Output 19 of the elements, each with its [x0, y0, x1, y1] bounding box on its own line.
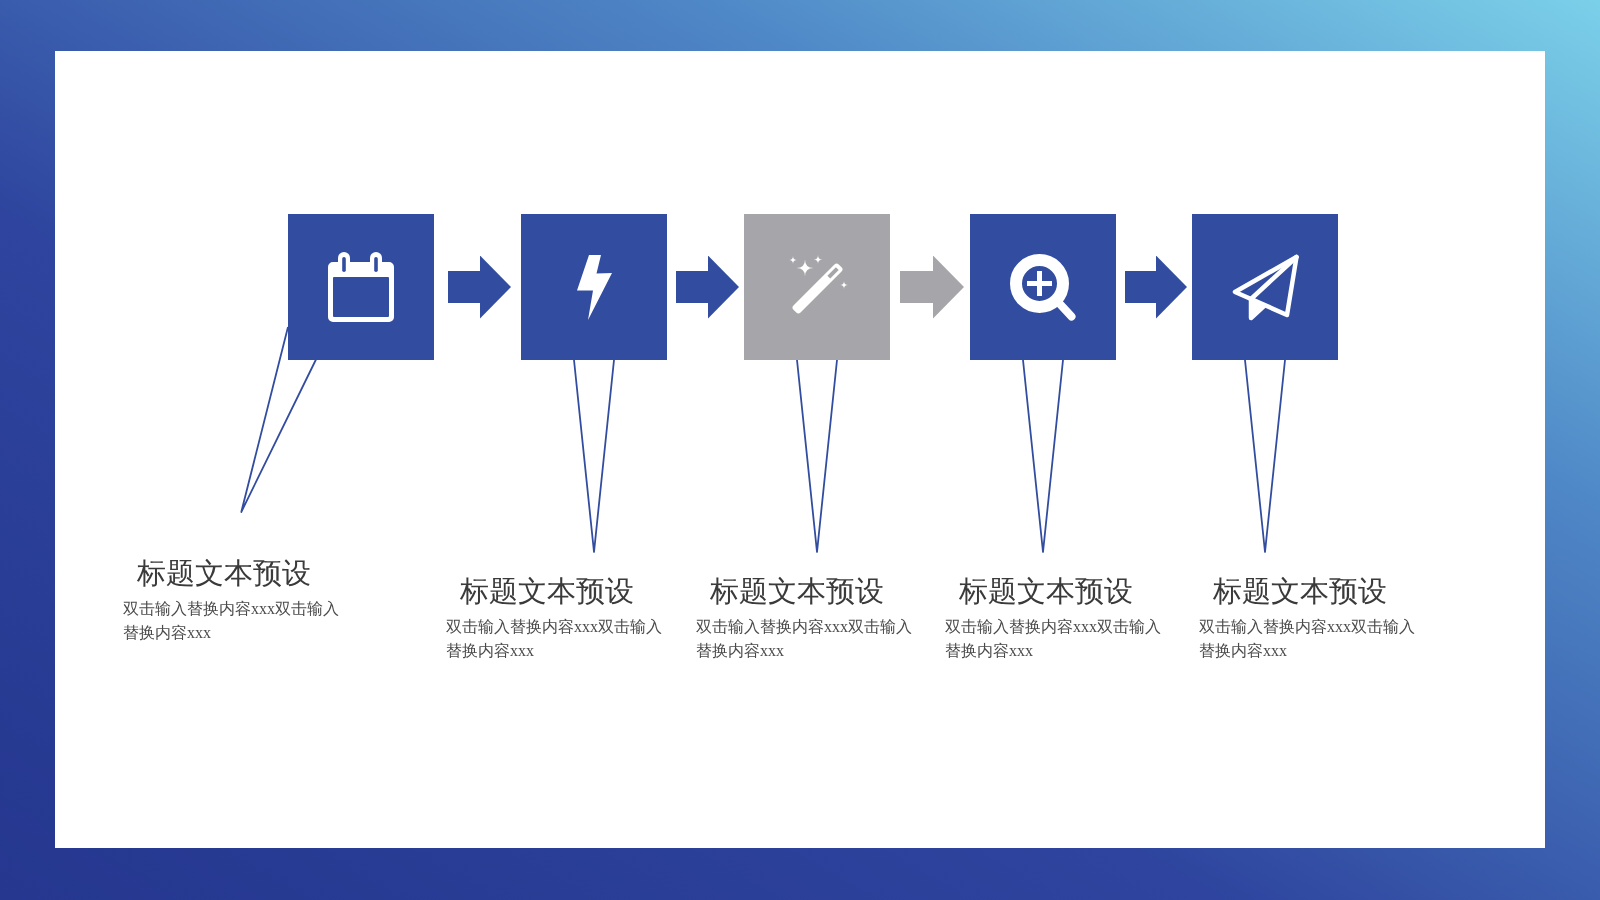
icon-tile [288, 214, 434, 360]
icon-tile [970, 214, 1116, 360]
icon-tile [1192, 214, 1338, 360]
block-arrow [900, 255, 964, 319]
step-title: 标题文本预设 [959, 574, 1133, 609]
block-arrow [676, 255, 739, 319]
step-description: 双击输入替换内容xxx双击输入替换内容xxx [446, 617, 663, 661]
step-description: 双击输入替换内容xxx双击输入替换内容xxx [945, 617, 1162, 661]
step-description: 双击输入替换内容xxx双击输入替换内容xxx [123, 599, 340, 643]
step-description: 双击输入替换内容xxx双击输入替换内容xxx [696, 617, 913, 661]
step-title: 标题文本预设 [137, 556, 311, 591]
step-title: 标题文本预设 [460, 574, 634, 609]
block-arrow [1125, 255, 1187, 319]
block-arrow [448, 255, 511, 319]
step-title: 标题文本预设 [1213, 574, 1387, 609]
icon-tile [744, 214, 890, 360]
step-description: 双击输入替换内容xxx双击输入替换内容xxx [1199, 617, 1416, 661]
step-title: 标题文本预设 [710, 574, 884, 609]
icon-tile [521, 214, 667, 360]
